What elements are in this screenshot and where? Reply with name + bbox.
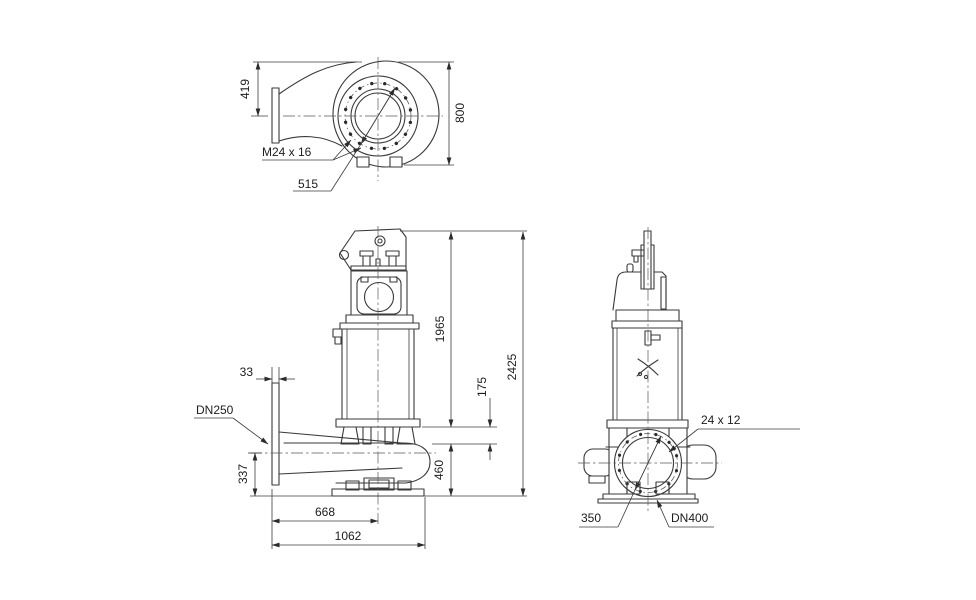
base-foot-right [397, 480, 412, 491]
volute-spiral-lower [278, 136, 343, 147]
bolt-holes [343, 81, 413, 151]
volute-casing-side [335, 442, 431, 484]
crossed-mark [636, 358, 659, 380]
dome-side-panel [660, 276, 667, 310]
window-tab-right [389, 276, 398, 283]
dim-419-label: 419 [238, 79, 252, 99]
outlet-flange-leader [656, 499, 670, 528]
front-foot-inner-right [655, 481, 670, 495]
lifting-eye-inner [377, 238, 383, 244]
side-view: 33 DN250 337 668 1062 1965 175 460 2425 [194, 226, 527, 549]
motor-top-step [339, 322, 420, 330]
guide-claw-plate [643, 230, 652, 290]
housing-window [356, 276, 402, 315]
dim-515-arrow-upper [360, 87, 396, 145]
front-top-flange [615, 309, 680, 322]
bolt-spec-leader-1 [332, 139, 352, 161]
outlet-bolt-spec-leader [668, 428, 699, 453]
inlet-flange-leader [232, 417, 269, 445]
clamp-foot-right [389, 156, 403, 168]
dim-175-label: 175 [475, 377, 489, 397]
casing-left-foot [588, 475, 606, 484]
vent-plug-arm [650, 334, 661, 341]
suction-cone-lower [278, 467, 403, 475]
top-housing-dome [612, 271, 667, 311]
cable-gland-right-cap [385, 250, 400, 257]
bolt-spec-label: M24 x 16 [262, 145, 312, 159]
claw-bump [626, 263, 634, 273]
front-view: 24 x 12 350 DN400 [578, 227, 800, 528]
dim-1965-label: 1965 [433, 315, 447, 342]
support-leg-right [396, 426, 416, 445]
bracket-hole [338, 249, 350, 261]
motor-top-flange [345, 314, 414, 324]
connection-housing [350, 270, 408, 316]
support-leg-inner-left [362, 426, 372, 445]
dim-668-label: 668 [315, 505, 335, 519]
front-top-step [611, 320, 683, 329]
dim-2425-label: 2425 [505, 353, 519, 380]
suction-cone-upper [278, 431, 403, 444]
base-foot-left [345, 480, 360, 491]
outlet-bolt-spec-label: 24 x 12 [701, 413, 741, 427]
outlet-flange-label: DN400 [671, 511, 709, 525]
volute-spiral-upper [278, 61, 357, 95]
dim-33-label: 33 [240, 365, 254, 379]
base-center-box [363, 477, 395, 491]
clamp-foot-left [356, 156, 370, 168]
dim-337-label: 337 [236, 464, 250, 484]
front-motor-foot [606, 419, 689, 429]
motor-body-front [612, 327, 683, 421]
inlet-flange-label: DN250 [196, 403, 234, 417]
dim-350-label: 350 [581, 511, 601, 525]
claw-side-pin [633, 255, 639, 263]
base-center-inner [368, 479, 390, 489]
volute-outer-contour [332, 60, 440, 168]
cable-gland-left-cap [359, 250, 374, 257]
cable-entry-circle [363, 281, 395, 313]
motor-side-fitting-lower [334, 336, 342, 345]
support-leg-left [340, 426, 360, 445]
motor-side-fitting [332, 328, 343, 338]
dim-460-label: 460 [432, 460, 446, 480]
top-view: 419 800 M24 x 16 515 [238, 57, 467, 192]
cable-gland-right [388, 255, 397, 267]
support-leg-inner-right [384, 426, 394, 445]
dim-1062-label: 1062 [335, 529, 362, 543]
dim-800-label: 800 [453, 103, 467, 123]
top-view-inlet-flange [271, 87, 280, 144]
bolt-spec-leader-2 [332, 147, 362, 161]
suction-flange-side [271, 382, 280, 486]
window-tab-left [360, 276, 369, 283]
dim-350-arrow-upper [634, 435, 662, 491]
lifting-eye [374, 235, 386, 247]
dim-515-label: 515 [298, 177, 318, 191]
cable-gland-left [362, 255, 371, 267]
